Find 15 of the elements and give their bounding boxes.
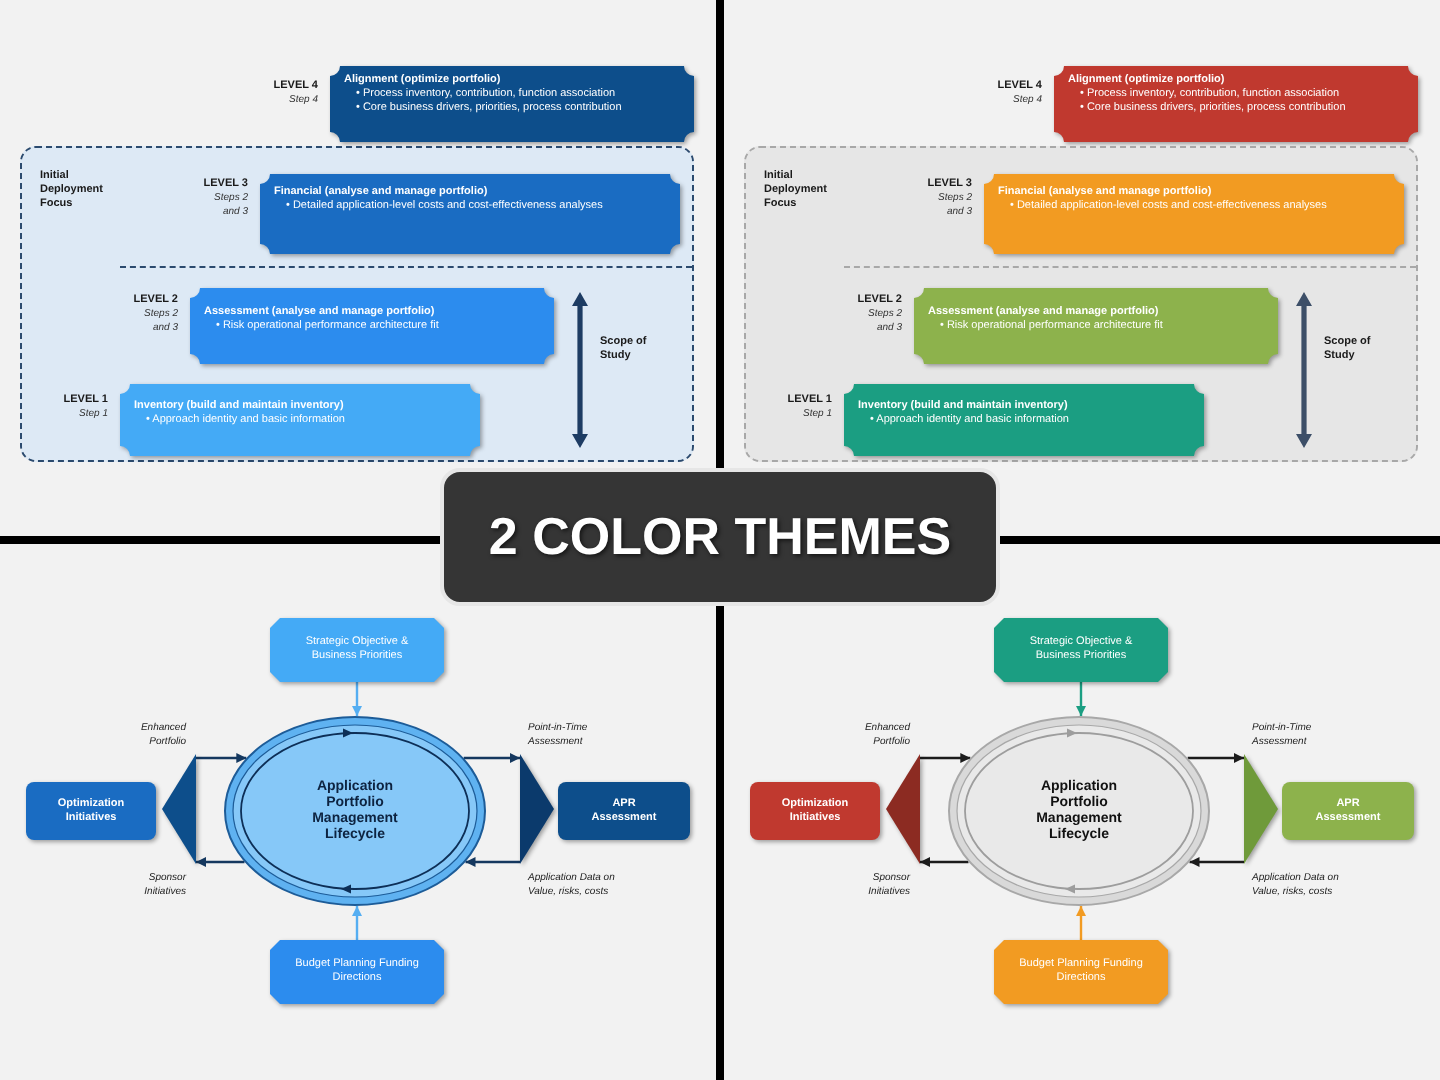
arrow: [1189, 857, 1244, 867]
arrow: [196, 753, 247, 763]
title-banner: 2 COLOR THEMES: [440, 468, 1000, 606]
focus-region: [744, 146, 1418, 462]
arrow: [465, 857, 520, 867]
arrow: [1187, 753, 1244, 763]
arrow: [352, 906, 362, 940]
arrow: [352, 682, 362, 716]
arrow: [1076, 906, 1086, 940]
arrow: [920, 753, 971, 763]
arrow: [463, 753, 520, 763]
arrow: [920, 857, 969, 867]
arrow: [196, 857, 245, 867]
focus-region: [20, 146, 694, 462]
arrow: [1076, 682, 1086, 716]
